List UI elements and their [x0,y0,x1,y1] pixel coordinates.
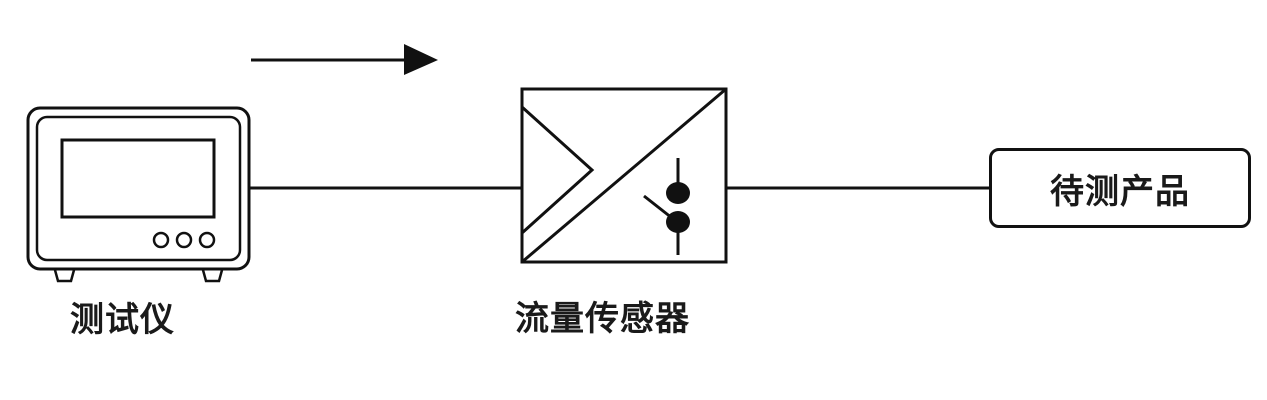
flow-direction-arrow-icon [251,44,438,75]
flow-sensor-label: 流量传感器 [515,299,690,339]
flow-sensor-icon [520,87,728,264]
tester-label: 测试仪 [70,300,175,340]
product-under-test-label: 待测产品 [1050,171,1190,212]
product-under-test-box: 待测产品 [989,148,1251,228]
tester-instrument-icon [26,106,251,283]
